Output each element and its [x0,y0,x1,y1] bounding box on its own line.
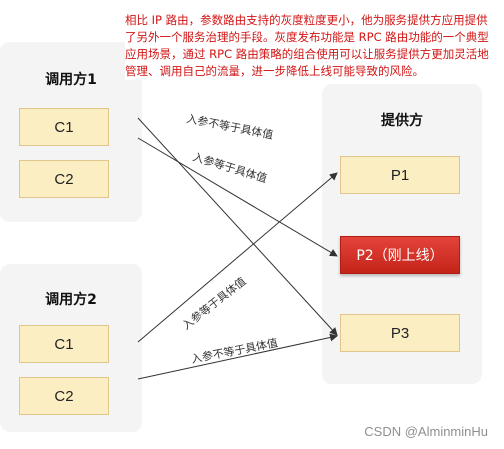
edge-caller1-c1-to-p3 [137,117,338,336]
edge-label-caller1-c1: 入参不等于具体值 [185,111,274,142]
provider-node-p2-new: P2（刚上线） [340,236,460,274]
edge-caller2-c1-to-p1 [137,172,338,343]
provider-node-p3: P3 [340,314,460,352]
caller-2-title: 调用方2 [45,292,97,308]
caller-2-node-c2: C2 [19,377,109,415]
annotation-note: 相比 IP 路由，参数路由支持的灰度粒度更小，他为服务提供方应用提供了另外一个服… [125,12,497,80]
provider-title: 提供方 [381,113,423,129]
edge-caller2-c2-to-p3 [137,333,338,380]
caller-1-node-c2: C2 [19,160,109,198]
caller-1-title: 调用方1 [45,72,97,88]
edge-label-caller1-c2: 入参等于具体值 [191,149,269,185]
caller-1-node-c1: C1 [19,108,109,146]
provider-node-p1: P1 [340,156,460,194]
watermark: CSDN @AlminminHu [364,424,488,439]
caller-2-node-c1: C1 [19,325,109,363]
edge-caller1-c2-to-p2 [137,137,338,257]
edge-label-caller2-c1: 入参等于具体值 [179,274,248,332]
edge-label-caller2-c2: 入参不等于具体值 [190,335,279,366]
